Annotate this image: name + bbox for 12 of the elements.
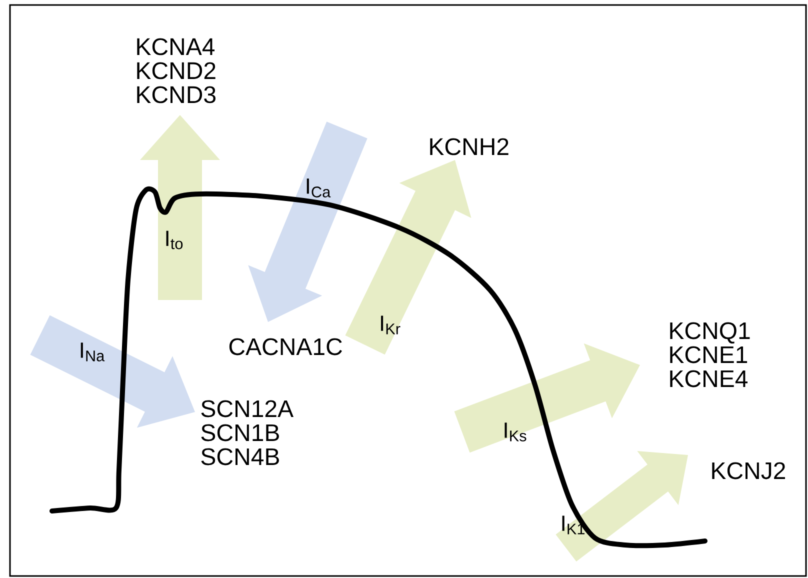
gene-label: SCN12A	[201, 400, 294, 418]
gene-label: SCN1B	[201, 424, 279, 442]
gene-label: CACNA1C	[229, 338, 342, 356]
gene-label: KCNJ2	[712, 462, 786, 480]
gene-label: KCNA4	[137, 38, 215, 56]
gene-label: KCNE1	[670, 346, 748, 364]
gene-label: KCNE4	[670, 370, 748, 388]
gene-label: KCNQ1	[670, 322, 750, 344]
gene-label: SCN4B	[201, 448, 279, 466]
gene-label: KCND3	[137, 86, 216, 104]
gene-label: KCND2	[137, 62, 216, 80]
gene-label: KCNH2	[430, 138, 508, 156]
